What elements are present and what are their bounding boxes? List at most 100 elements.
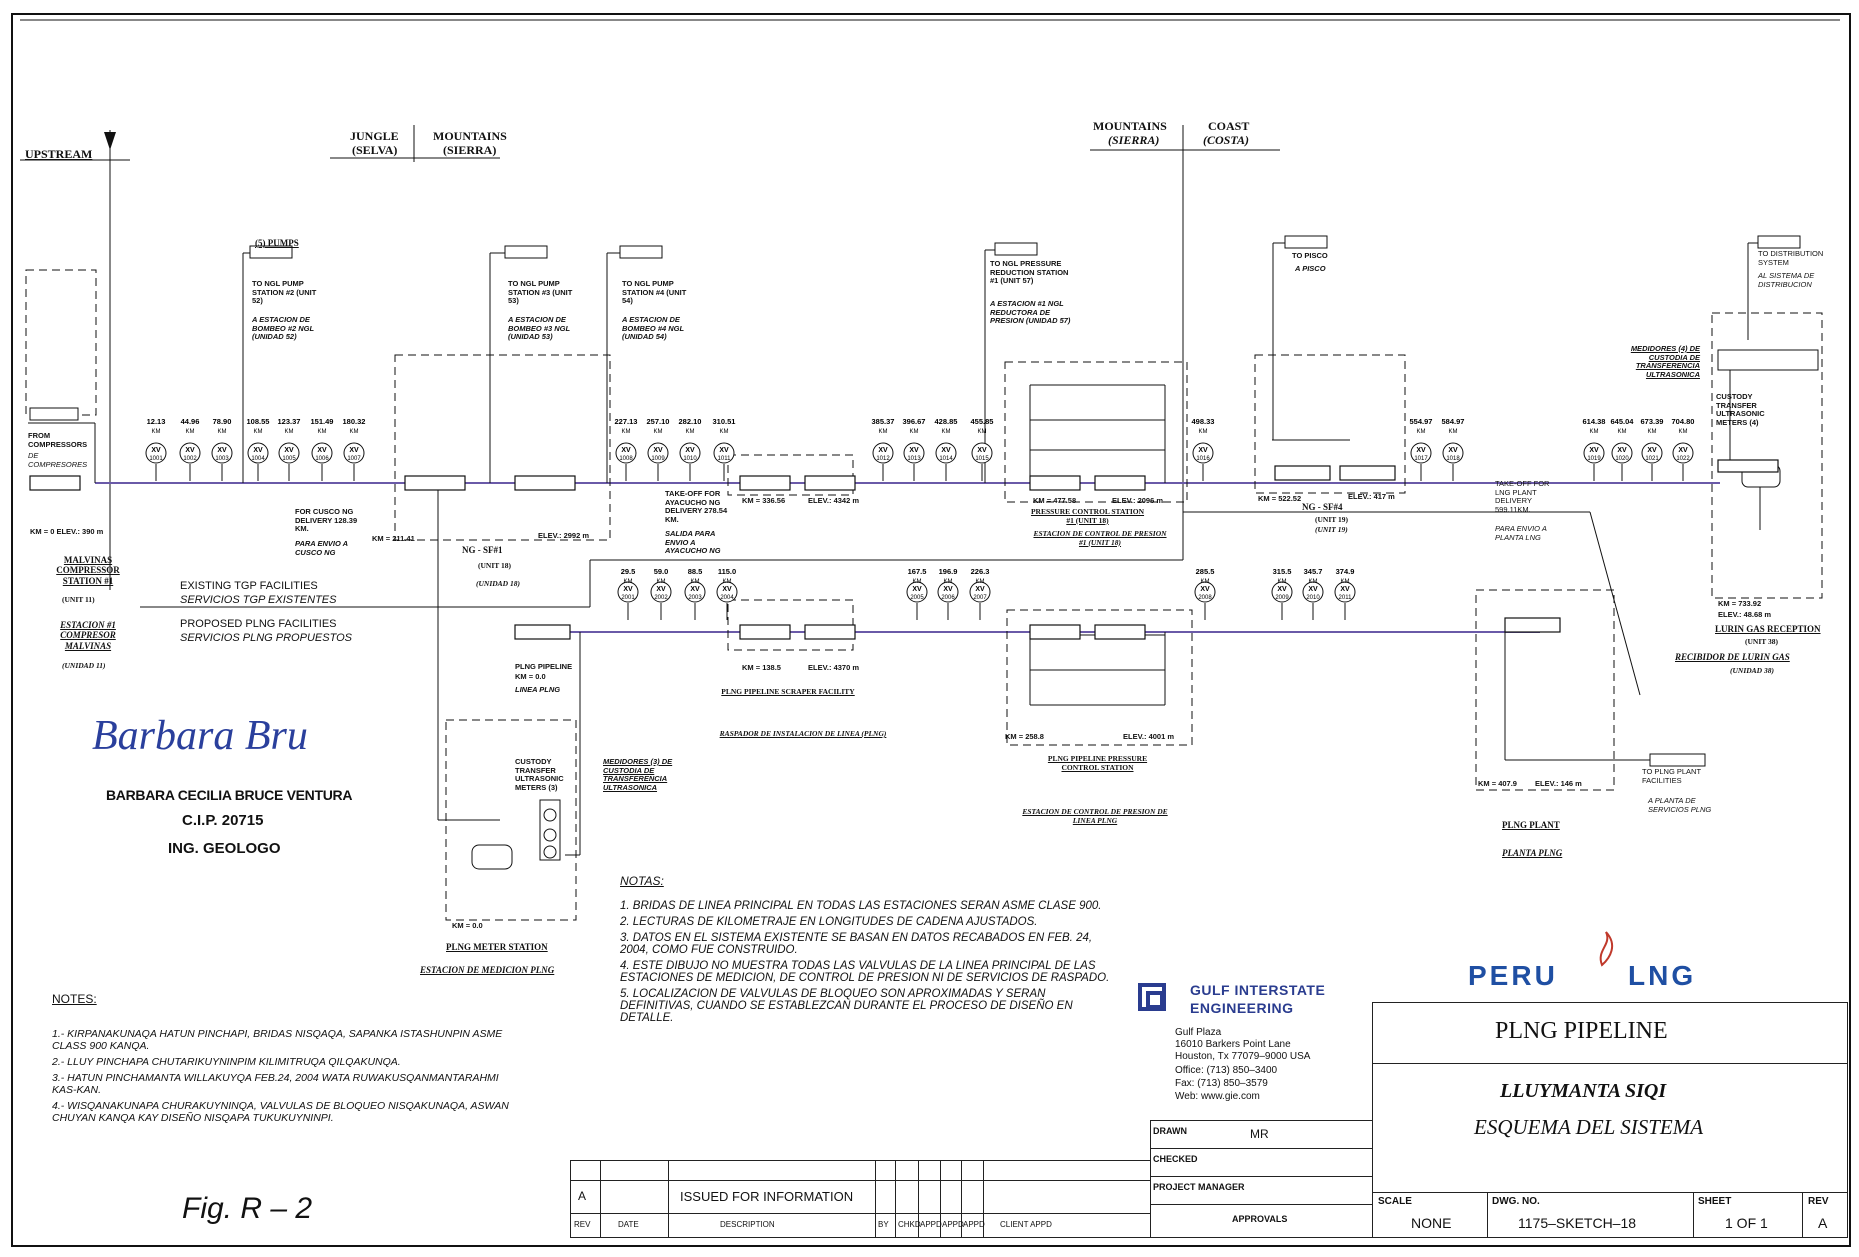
valve-km-label: 115.0 — [718, 567, 736, 576]
selva-label: (SELVA) — [352, 143, 398, 157]
km-start-label: KM = 0 ELEV.: 390 m — [30, 527, 104, 536]
valve-tag-prefix: XV — [1678, 447, 1688, 454]
valve-tag-prefix: XV — [943, 586, 953, 593]
custody-bot-label: CUSTODY TRANSFER ULTRASONIC METERS (3) — [515, 757, 564, 792]
valve-tag-prefix: XV — [653, 447, 663, 454]
block-valve-icon — [1194, 581, 1216, 603]
valve-tag-number: 1016 — [1196, 456, 1210, 462]
valve-tag-prefix: XV — [1308, 586, 1318, 593]
plng-plant-label: PLNG PLANT — [1502, 820, 1560, 830]
block-valve-icon — [1410, 442, 1432, 464]
valve-tag-prefix: XV — [349, 447, 359, 454]
valve-tag-prefix: XV — [284, 447, 294, 454]
scale-label: SCALE — [1378, 1196, 1412, 1207]
logo-lng: LNG — [1628, 960, 1697, 991]
valve-km-unit: KM — [913, 579, 922, 585]
valve-tag-number: 1017 — [1414, 456, 1428, 462]
valve-tag-prefix: XV — [623, 586, 633, 593]
coast-label: COAST — [1208, 119, 1250, 133]
valve-km-label: 167.5 — [908, 567, 927, 576]
block-valve-icon — [1641, 442, 1663, 464]
block-valve-icon — [211, 442, 233, 464]
existing-facilities-box — [25, 269, 97, 416]
top-valve-group: XV100112.13KMXV100244.96KMXV100378.90KMX… — [145, 417, 1694, 481]
valve-km-label: 455.85 — [971, 417, 994, 426]
ng-sf4-label: NG - SF#4 — [1302, 502, 1343, 512]
valve-tag-prefix: XV — [909, 447, 919, 454]
km-138-label: KM = 138.5 — [742, 663, 781, 672]
plng-plant-label-es: PLANTA PLNG — [1502, 848, 1563, 858]
valve-tag-number: 1021 — [1645, 456, 1659, 462]
valve-tag-prefix: XV — [621, 447, 631, 454]
notes-list: 1.- KIRPANAKUNAQA HATUN PINCHAPI, BRIDAS… — [52, 1028, 522, 1128]
lng-takeoff-es: PARA ENVIO A PLANTA LNG — [1495, 524, 1547, 542]
valve-tag-prefix: XV — [1617, 447, 1627, 454]
revision-column-divider — [875, 1160, 876, 1238]
company-office: Office: (713) 850–3400 — [1175, 1065, 1278, 1076]
upstream-flag-icon — [104, 132, 116, 150]
company-addr-1: Gulf Plaza — [1175, 1027, 1222, 1038]
revision-header: APPD — [920, 1220, 942, 1229]
dwg-label: DWG. NO. — [1492, 1196, 1540, 1207]
km-477-label: KM = 477.58 — [1033, 496, 1077, 505]
malvinas-station-title: MALVINAS COMPRESSOR STATION #1 — [56, 555, 120, 586]
valve-tag-prefix: XV — [217, 447, 227, 454]
valve-tag-number: 1004 — [251, 456, 265, 462]
valve-km-label: 180.32 — [343, 417, 366, 426]
pcs1-label-es: ESTACION DE CONTROL DE PRESION #1 (UNIT … — [1033, 529, 1167, 547]
valve-km-unit: KM — [1590, 429, 1599, 435]
valve-tag-number: 1005 — [282, 456, 296, 462]
block-valve-icon — [679, 442, 701, 464]
valve-km-label: 123.37 — [278, 417, 301, 426]
signature-name: BARBARA CECILIA BRUCE VENTURA — [106, 787, 353, 803]
valve-km-label: 645.04 — [1611, 417, 1635, 426]
valve-tag-number: 2001 — [621, 595, 635, 601]
valve-tag-prefix: XV — [1200, 586, 1210, 593]
valve-tag-number: 2005 — [910, 595, 924, 601]
sheet-border — [11, 13, 1851, 1247]
rev-value: A — [1818, 1215, 1828, 1231]
pump-station-2: TO NGL PUMP STATION #2 (UNIT 52) — [252, 279, 317, 306]
company-addr-2: 16010 Barkers Point Lane — [1175, 1039, 1291, 1050]
valve-km-unit: KM — [1417, 429, 1426, 435]
block-valve-icon — [716, 581, 738, 603]
ng-sf1-unit-es: (UNIDAD 18) — [476, 579, 520, 588]
valve-tag-number: 1002 — [183, 456, 197, 462]
revision-header: DATE — [618, 1220, 639, 1229]
sierra-label-1: (SIERRA) — [443, 143, 497, 157]
valve-tag-number: 1007 — [347, 456, 361, 462]
project-manager-label: PROJECT MANAGER — [1153, 1182, 1245, 1192]
revision-column-divider — [961, 1160, 962, 1238]
valve-km-label: 226.3 — [971, 567, 990, 576]
valve-km-unit: KM — [942, 429, 951, 435]
block-valve-icon — [937, 581, 959, 603]
scraper-label: PLNG PIPELINE SCRAPER FACILITY — [721, 687, 855, 696]
valve-tag-prefix: XV — [317, 447, 327, 454]
valve-km-label: 385.37 — [872, 417, 895, 426]
block-valve-icon — [647, 442, 669, 464]
revision-header: DESCRIPTION — [720, 1220, 775, 1229]
to-pisco-es: A PISCO — [1295, 264, 1326, 273]
km-00-label: KM = 0.0 — [452, 921, 483, 930]
valve-km-label: 428.85 — [935, 417, 958, 426]
revision-column-divider — [918, 1160, 919, 1238]
ng-sf1-label: NG - SF#1 — [462, 545, 503, 555]
block-valve-icon — [684, 581, 706, 603]
valve-km-label: 345.7 — [1304, 567, 1323, 576]
plng-main-km: KM = 0.0 — [515, 672, 546, 681]
custody-bot-label-es: MEDIDORES (3) DE CUSTODIA DE TRANSFERENC… — [603, 757, 673, 792]
notas-item: 4. ESTE DIBUJO NO MUESTRA TODAS LAS VALV… — [620, 960, 1110, 984]
block-valve-icon — [713, 442, 735, 464]
valve-km-label: 285.5 — [1196, 567, 1215, 576]
elev-4370-label: ELEV.: 4370 m — [808, 663, 860, 672]
valve-tag-number: 1010 — [683, 456, 697, 462]
block-valve-icon — [1302, 581, 1324, 603]
valve-km-unit: KM — [723, 579, 732, 585]
valve-km-unit: KM — [318, 429, 327, 435]
valve-tag-prefix: XV — [941, 447, 951, 454]
block-valve-icon — [969, 581, 991, 603]
valve-tag-prefix: XV — [656, 586, 666, 593]
block-valve-icon — [145, 442, 167, 464]
revision-table — [570, 1160, 1151, 1238]
